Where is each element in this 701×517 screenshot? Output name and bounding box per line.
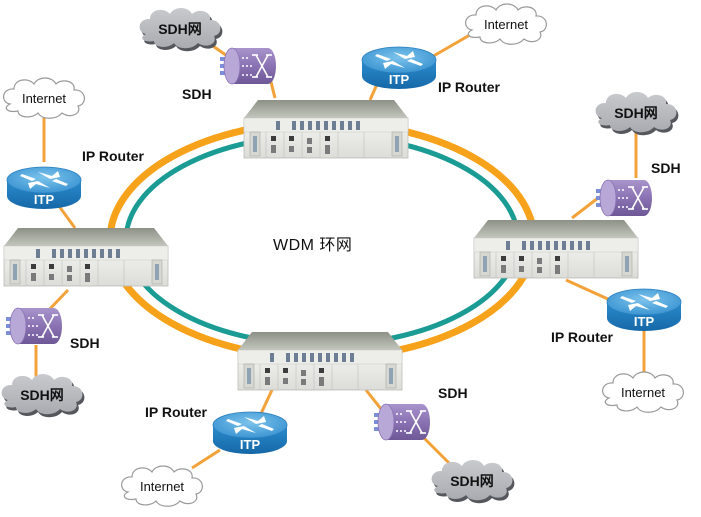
- router-badge: ITP: [389, 72, 410, 87]
- sdh-device-left: [5, 307, 63, 345]
- cloud-label: SDH网: [20, 387, 64, 403]
- internet-cloud-left: Internet: [2, 77, 86, 119]
- cloud-label: SDH网: [158, 21, 202, 37]
- sdh-label-right: SDH: [651, 160, 681, 176]
- router-right: ITP: [606, 288, 682, 332]
- router-label-top: IP Router: [438, 79, 500, 95]
- internet-cloud-top: Internet: [464, 3, 548, 45]
- router-top: ITP: [361, 46, 437, 90]
- sdh-cloud-top: SDH网: [139, 8, 223, 52]
- router-badge: ITP: [34, 192, 55, 207]
- sdh-device-right: [595, 179, 653, 217]
- wdm-chassis-left: [3, 227, 169, 287]
- link-right-sdh-chassis: [571, 196, 599, 220]
- cloud-label: SDH网: [450, 473, 494, 489]
- sdh-label-top: SDH: [182, 86, 212, 102]
- internet-cloud-right: Internet: [601, 371, 685, 413]
- cloud-label: Internet: [484, 17, 528, 32]
- link-bottom-router-internet: [191, 448, 221, 470]
- router-badge: ITP: [634, 314, 655, 329]
- cloud-label: Internet: [621, 385, 665, 400]
- router-left: ITP: [6, 166, 82, 210]
- internet-cloud-bottom: Internet: [120, 465, 204, 507]
- wdm-chassis-bottom: [237, 331, 403, 391]
- sdh-device-bottom: [373, 403, 431, 441]
- ring-title: WDM 环网: [273, 237, 353, 254]
- link-right-chassis-router: [565, 278, 611, 302]
- sdh-cloud-bottom: SDH网: [431, 460, 515, 504]
- wdm-chassis-right: [473, 219, 639, 279]
- cloud-label: SDH网: [614, 105, 658, 121]
- sdh-device-top: [219, 47, 277, 85]
- router-bottom: ITP: [212, 411, 288, 455]
- cloud-label: Internet: [22, 91, 66, 106]
- router-label-bottom: IP Router: [145, 404, 207, 420]
- sdh-label-bottom: SDH: [438, 385, 468, 401]
- sdh-cloud-left: SDH网: [1, 374, 85, 418]
- router-label-left: IP Router: [82, 148, 144, 164]
- router-label-right: IP Router: [551, 329, 613, 345]
- cloud-label: Internet: [140, 479, 184, 494]
- link-top-router-internet: [429, 30, 476, 60]
- sdh-label-left: SDH: [70, 335, 100, 351]
- sdh-cloud-right: SDH网: [595, 92, 679, 136]
- router-badge: ITP: [240, 437, 261, 452]
- wdm-chassis-top: [243, 99, 409, 159]
